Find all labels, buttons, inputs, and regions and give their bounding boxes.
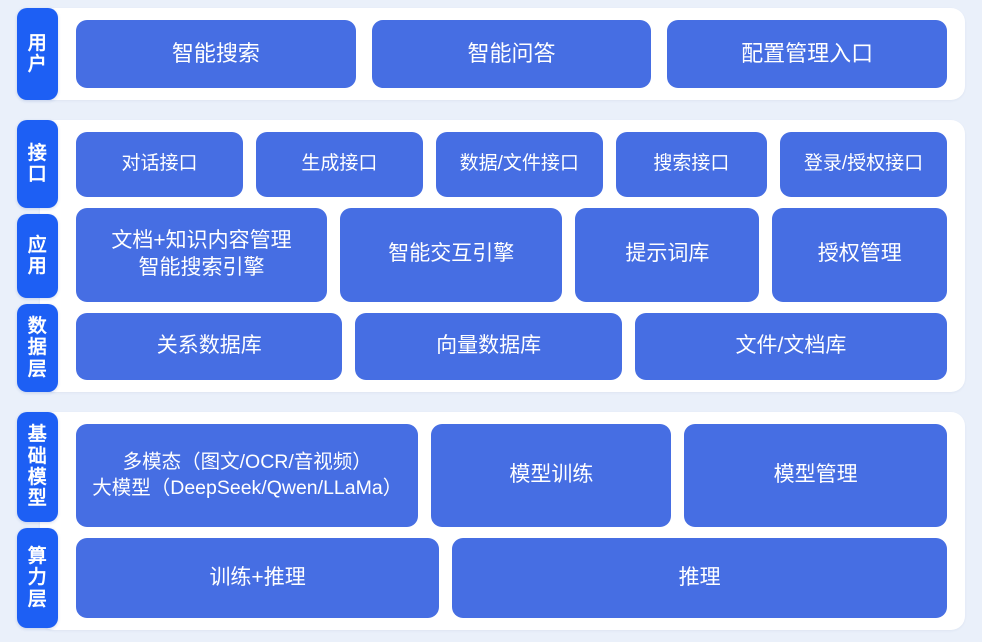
- tab-user-char-0: 用: [27, 32, 48, 54]
- box-relational-database[interactable]: 关系数据库: [76, 312, 343, 381]
- box-model-training[interactable]: 模型训练: [431, 424, 672, 528]
- tab-column-users: 用 户: [0, 8, 58, 100]
- box-login-auth-interface[interactable]: 登录/授权接口: [780, 132, 947, 197]
- box-vector-database[interactable]: 向量数据库: [355, 312, 622, 381]
- tab-application[interactable]: 应 用: [17, 214, 58, 298]
- tab-column-base: 基 础 模 型 算 力 层: [0, 412, 58, 630]
- box-prompt-library[interactable]: 提示词库: [575, 207, 760, 302]
- box-smart-search[interactable]: 智能搜索: [76, 20, 356, 88]
- tab-foundation-model-char-2: 模: [27, 467, 48, 488]
- box-multimodal-large-model[interactable]: 多模态（图文/OCR/音视频） 大模型（DeepSeek/Qwen/LLaMa）: [76, 424, 419, 528]
- tab-column-middle: 接 口 应 用 数 据 层: [0, 120, 58, 392]
- tab-foundation-model-char-0: 基: [27, 424, 48, 446]
- tab-interface-char-0: 接: [27, 142, 48, 164]
- tab-data-layer-char-2: 层: [27, 358, 48, 380]
- section-base: 基 础 模 型 算 力 层 多模态（图文/OCR/音视频） 大模型（DeepSe…: [0, 412, 965, 630]
- tab-user-char-1: 户: [27, 54, 48, 75]
- tab-compute-layer-char-1: 力: [27, 567, 48, 589]
- row-user-entries: 智能搜索 智能问答 配置管理入口: [76, 20, 948, 88]
- box-smart-interaction-engine[interactable]: 智能交互引擎: [340, 207, 563, 302]
- box-inference[interactable]: 推理: [452, 538, 947, 618]
- row-interface: 对话接口 生成接口 数据/文件接口 搜索接口 登录/授权接口: [76, 132, 947, 197]
- tab-application-char-1: 用: [27, 256, 48, 277]
- tab-compute-layer[interactable]: 算 力 层: [17, 528, 58, 628]
- box-file-document-store[interactable]: 文件/文档库: [634, 312, 947, 381]
- box-authorization-management[interactable]: 授权管理: [772, 207, 947, 302]
- tab-data-layer[interactable]: 数 据 层: [17, 304, 58, 392]
- tab-data-layer-char-0: 数: [27, 316, 48, 338]
- row-data: 关系数据库 向量数据库 文件/文档库: [76, 312, 947, 381]
- tab-compute-layer-char-2: 层: [27, 588, 48, 610]
- box-dialog-interface[interactable]: 对话接口: [76, 132, 243, 197]
- row-application: 文档+知识内容管理 智能搜索引擎 智能交互引擎 提示词库 授权管理: [76, 207, 947, 302]
- card-base: 多模态（图文/OCR/音视频） 大模型（DeepSeek/Qwen/LLaMa）…: [40, 412, 965, 630]
- box-model-management[interactable]: 模型管理: [684, 424, 947, 528]
- card-users: 智能搜索 智能问答 配置管理入口: [40, 8, 965, 100]
- tab-application-char-0: 应: [27, 234, 48, 256]
- row-model: 多模态（图文/OCR/音视频） 大模型（DeepSeek/Qwen/LLaMa）…: [76, 424, 947, 528]
- section-middle: 接 口 应 用 数 据 层 对话接口 生成接口 数据/文件接口 搜索接口 登录/…: [0, 120, 965, 392]
- tab-data-layer-char-1: 据: [27, 337, 48, 359]
- tab-compute-layer-char-0: 算: [27, 546, 48, 568]
- card-middle: 对话接口 生成接口 数据/文件接口 搜索接口 登录/授权接口 文档+知识内容管理…: [40, 120, 965, 392]
- tab-interface[interactable]: 接 口: [17, 120, 58, 208]
- tab-interface-char-1: 口: [27, 164, 48, 185]
- section-users: 用 户 智能搜索 智能问答 配置管理入口: [0, 8, 965, 100]
- box-data-file-interface[interactable]: 数据/文件接口: [435, 132, 603, 197]
- box-training-inference[interactable]: 训练+推理: [76, 538, 440, 618]
- tab-foundation-model[interactable]: 基 础 模 型: [17, 412, 58, 522]
- tab-foundation-model-char-3: 型: [27, 488, 48, 510]
- box-config-management-entry[interactable]: 配置管理入口: [667, 20, 948, 88]
- tab-user[interactable]: 用 户: [17, 8, 58, 100]
- box-doc-knowledge-management[interactable]: 文档+知识内容管理 智能搜索引擎: [76, 207, 328, 302]
- tab-foundation-model-char-1: 础: [27, 445, 48, 467]
- box-generation-interface[interactable]: 生成接口: [255, 132, 423, 197]
- box-search-interface[interactable]: 搜索接口: [615, 132, 768, 197]
- row-compute: 训练+推理 推理: [76, 538, 947, 618]
- box-smart-qa[interactable]: 智能问答: [371, 20, 652, 88]
